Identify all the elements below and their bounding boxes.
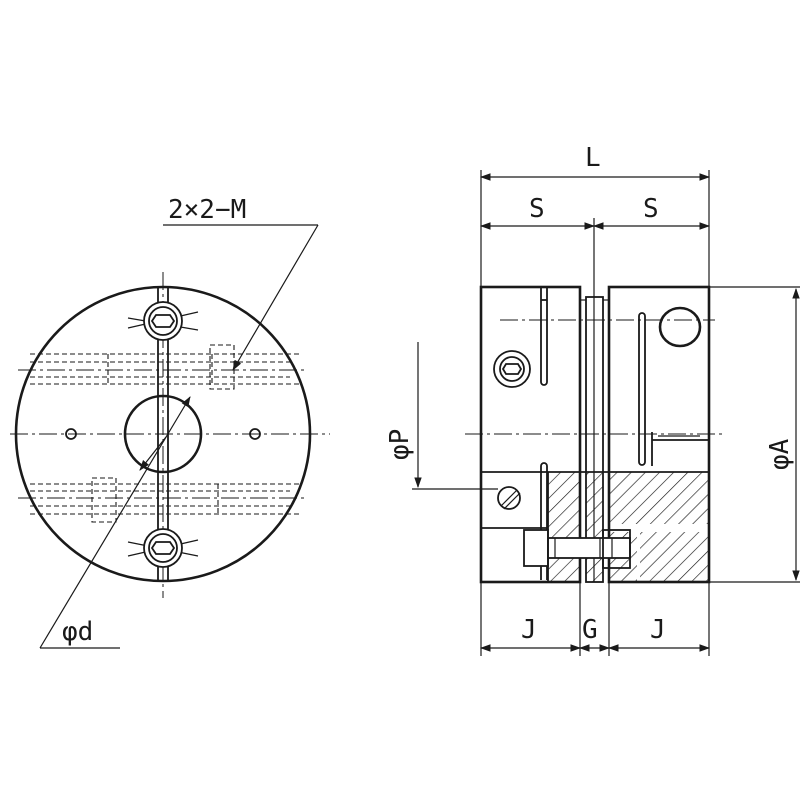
side-view: L S S φA φP J G J — [385, 143, 800, 656]
right-small-hole — [249, 428, 261, 440]
right-hub-hole — [658, 306, 702, 348]
left-slit-upper — [540, 300, 548, 386]
slit-length-right-label: S — [643, 194, 659, 224]
bore-diameter-label: φd — [62, 617, 93, 647]
front-view: 2×2−M φd — [10, 195, 330, 649]
pcd-diameter-label: φP — [385, 429, 415, 460]
slit-length-left-label: S — [529, 194, 545, 224]
lower-set-screw-icon — [497, 486, 521, 510]
section-hatching — [548, 472, 709, 582]
lower-cap-screw-icon — [127, 528, 199, 568]
right-hub — [607, 285, 711, 584]
gap-label: G — [582, 615, 598, 645]
screw-spec-leader — [232, 224, 319, 371]
left-hub — [479, 285, 582, 584]
hub-length-right-label: J — [650, 615, 666, 645]
bore-leader-inner — [139, 436, 167, 471]
outer-circle — [14, 285, 312, 583]
upper-setscrew-hidden — [209, 344, 235, 390]
right-slit — [638, 312, 646, 466]
side-cap-screw-icon — [493, 350, 531, 388]
upper-cap-screw-icon — [127, 301, 199, 341]
lower-setscrew-hidden — [91, 477, 117, 523]
left-small-hole — [65, 428, 77, 440]
overall-length-label: L — [585, 143, 601, 173]
center-bore — [123, 394, 203, 474]
outer-diameter-label: φA — [765, 438, 795, 470]
hub-length-left-label: J — [521, 615, 537, 645]
left-slit-lower — [540, 462, 548, 580]
screw-spec-label: 2×2−M — [168, 195, 246, 225]
